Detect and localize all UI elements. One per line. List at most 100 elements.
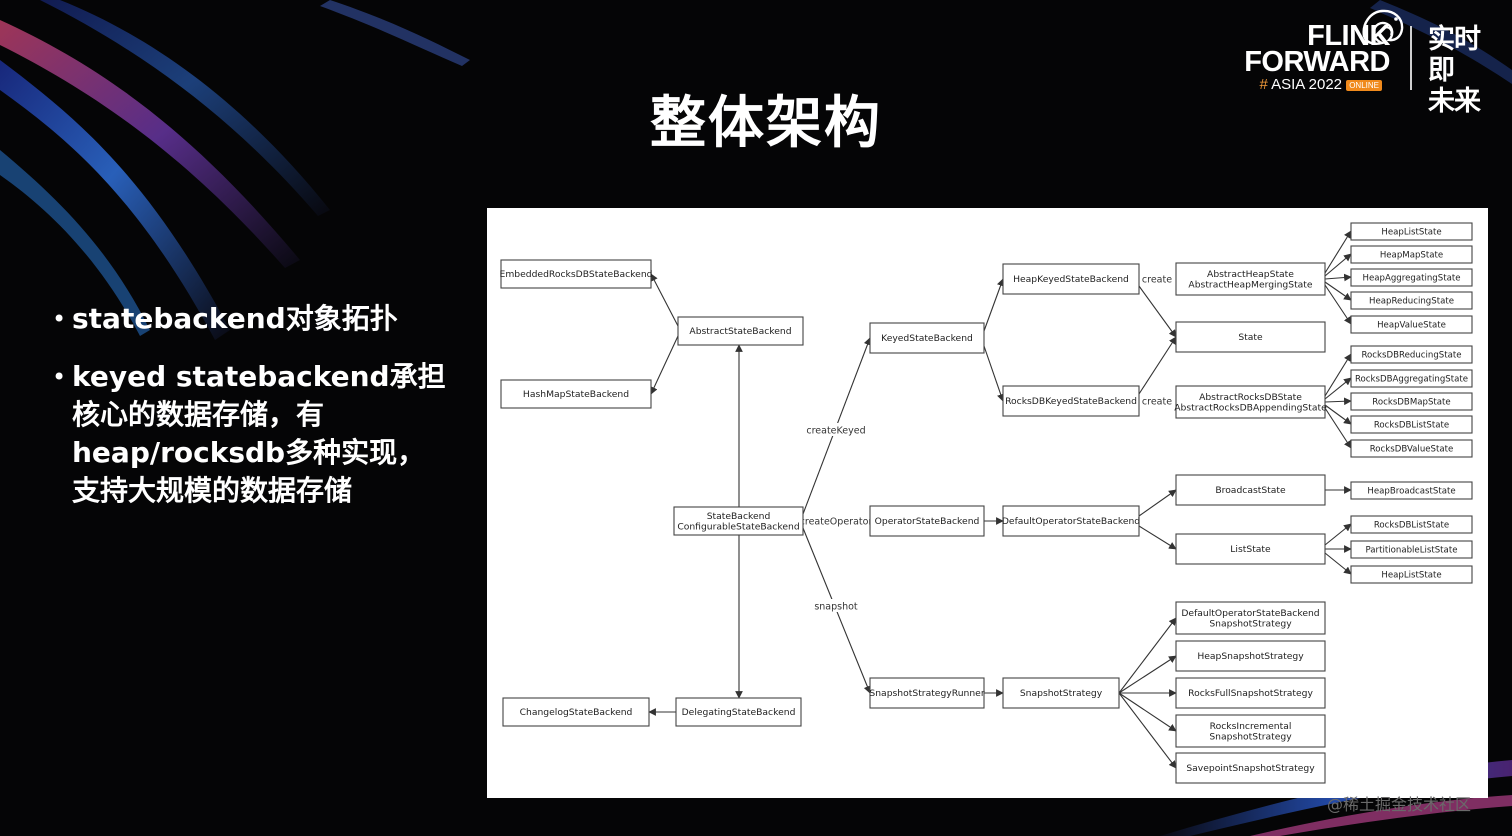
edge-line <box>1324 273 1352 282</box>
edge-statebackend-to-keyed: createKeyed <box>802 337 872 515</box>
diagram-canvas: createKeyedcreateOperatorsnapshotcreatec… <box>500 222 1473 784</box>
node-box <box>869 322 985 354</box>
node-box <box>869 677 985 709</box>
node-changelog: ChangelogStateBackend <box>502 697 650 727</box>
bullet-item: keyed statebackend承担核心的数据存储，有heap/rocksd… <box>52 358 452 510</box>
bullet-item: statebackend对象拓扑 <box>52 300 452 338</box>
edge-line <box>1324 230 1352 274</box>
edge-snapstrategy-to-defaultopsnap <box>1118 617 1177 694</box>
node-liststate: ListState <box>1175 533 1326 565</box>
node-box <box>1350 392 1473 411</box>
edge-line <box>650 335 679 395</box>
edge-abstract-to-hashmap <box>650 335 679 395</box>
node-box <box>1350 222 1473 241</box>
node-box <box>1175 752 1326 784</box>
edge-defaultop-to-broadcast <box>1138 489 1177 517</box>
edge-line <box>1324 397 1352 406</box>
edge-snapstrategy-to-rocksinc <box>1118 692 1177 732</box>
node-rocksred: RocksDBReducingState <box>1350 345 1473 364</box>
edge-line <box>1324 281 1352 301</box>
edge-keyed-to-rockskeyed <box>983 345 1005 402</box>
edge-snapstrategy-to-heapsnap <box>1118 655 1177 694</box>
logo-slogan-line1: 实时即 <box>1428 24 1481 86</box>
node-rocksagg: RocksDBAggregatingState <box>1350 369 1473 388</box>
node-rocksmap: RocksDBMapState <box>1350 392 1473 411</box>
edge-abstractheap-to-heapmap <box>1324 253 1352 277</box>
node-box <box>1350 291 1473 310</box>
node-box <box>1002 505 1140 537</box>
node-heaplist2: HeapListState <box>1350 565 1473 584</box>
node-box <box>1002 385 1140 417</box>
edge-line <box>983 345 1005 402</box>
node-label: AbstractStateBackend <box>689 326 791 337</box>
node-label: ListState <box>1230 544 1271 555</box>
node-heapkeyed: HeapKeyedStateBackend <box>1002 263 1140 295</box>
node-abstract: AbstractStateBackend <box>677 316 804 346</box>
edge-line <box>1324 284 1352 325</box>
edge-line <box>1324 253 1352 277</box>
edge-line <box>1118 655 1177 694</box>
node-label: AbstractRocksDBState <box>1199 392 1302 403</box>
node-box <box>1350 439 1473 458</box>
node-label: RocksDBKeyedStateBackend <box>1005 396 1137 407</box>
edge-statebackend-to-snaprunner: snapshot <box>802 527 871 694</box>
edge-line <box>650 273 679 327</box>
node-label: EmbeddedRocksDBStateBackend <box>500 269 653 280</box>
edge-abstractheap-to-heapval <box>1324 284 1352 325</box>
logo-hash: # <box>1259 76 1268 93</box>
node-box <box>1175 640 1326 672</box>
logo-online-badge: ONLINE <box>1346 79 1382 91</box>
node-box <box>1350 540 1473 559</box>
edge-line <box>1138 336 1177 395</box>
slide-title: 整体架构 <box>650 91 882 156</box>
edge-label-bg <box>811 599 861 612</box>
node-label: HeapSnapshotStrategy <box>1197 651 1304 662</box>
node-box <box>500 379 652 409</box>
edge-abstractrocks-to-state <box>1138 336 1177 395</box>
edge-label: createKeyed <box>806 426 865 437</box>
node-box <box>1350 515 1473 534</box>
edge-abstractrocks-to-rocksval <box>1324 407 1352 449</box>
bullet-list: statebackend对象拓扑 keyed statebackend承担核心的… <box>52 300 452 530</box>
edge-line <box>1324 353 1352 397</box>
node-label: ChangelogStateBackend <box>520 707 633 718</box>
node-box <box>1350 268 1473 287</box>
node-box <box>1350 415 1473 434</box>
node-label: RocksIncremental <box>1210 721 1292 732</box>
node-heapmap: HeapMapState <box>1350 245 1473 264</box>
node-label: StateBackend <box>707 511 771 522</box>
edge-abstractheap-to-heapred <box>1324 281 1352 301</box>
edge-label: snapshot <box>814 602 858 613</box>
node-label: PartitionableListState <box>1366 546 1458 556</box>
edge-abstract-to-embedded <box>650 273 679 327</box>
node-label: HeapBroadcastState <box>1367 487 1455 497</box>
edge-keyed-to-heapkeyed <box>983 278 1005 332</box>
node-snapstrategy: SnapshotStrategy <box>1002 677 1120 709</box>
node-label: RocksDBListState <box>1374 521 1449 531</box>
edge-line <box>1138 489 1177 517</box>
node-box <box>1175 714 1326 748</box>
node-label: HeapKeyedStateBackend <box>1013 274 1129 285</box>
node-box <box>675 697 802 727</box>
edge-line <box>1138 285 1177 338</box>
watermark: @稀土掘金技术社区 <box>1327 795 1472 814</box>
edge-snapstrategy-to-savepoint <box>1118 692 1177 769</box>
node-box <box>1002 677 1120 709</box>
node-box <box>1350 565 1473 584</box>
node-rockslist: RocksDBListState <box>1350 415 1473 434</box>
node-box <box>1350 369 1473 388</box>
node-defaultopsnap: DefaultOperatorStateBackendSnapshotStrat… <box>1175 601 1326 635</box>
edge-label-bg <box>803 423 869 436</box>
node-box <box>1175 677 1326 709</box>
logo-slogan: 实时即 未来 <box>1428 24 1492 117</box>
edge-rockskeyed-to-abstractrocks: create <box>1138 394 1177 408</box>
edge-abstractrocks-to-rocksred <box>1324 353 1352 397</box>
node-state: State <box>1175 321 1326 353</box>
node-label: HeapValueState <box>1377 321 1446 331</box>
node-rockslist2: RocksDBListState <box>1350 515 1473 534</box>
node-abstractheap: AbstractHeapStateAbstractHeapMergingStat… <box>1175 262 1326 296</box>
node-box <box>1175 533 1326 565</box>
edge-label: create <box>1142 275 1172 286</box>
